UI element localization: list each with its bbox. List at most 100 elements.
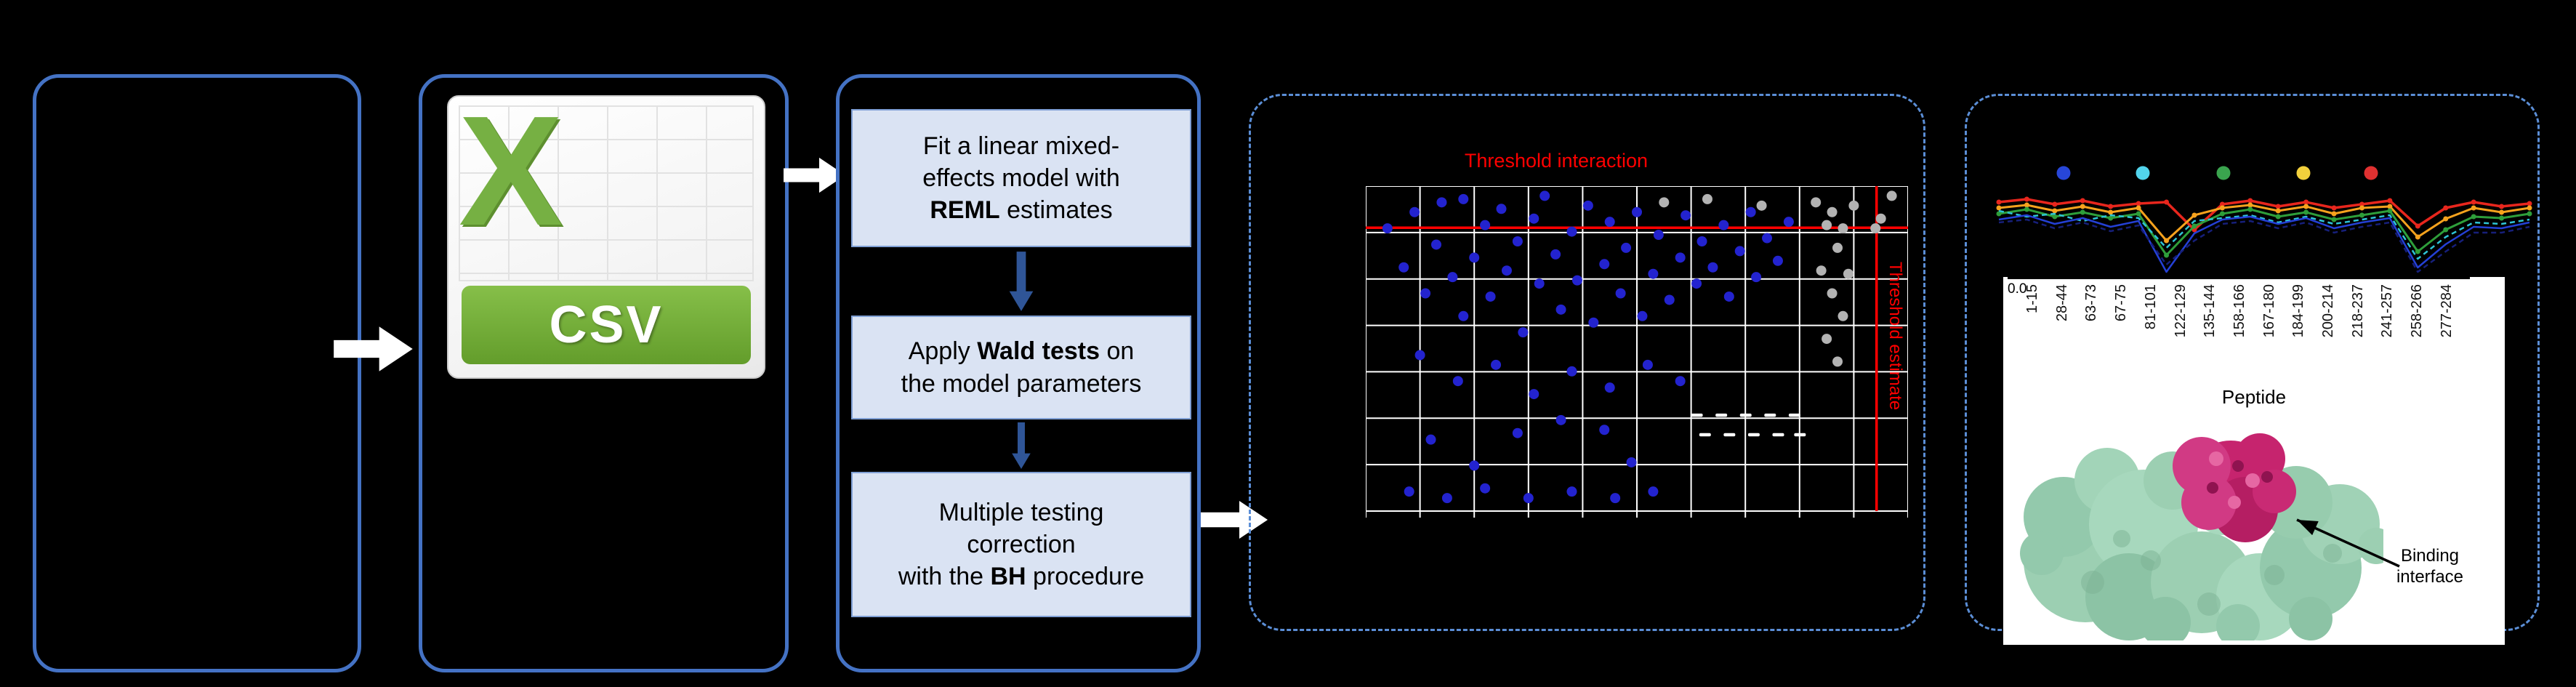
threshold-interaction-label: Threshold interaction	[1464, 150, 1649, 172]
scatter-point	[1751, 272, 1762, 283]
line-marker	[2136, 205, 2141, 211]
step-text: on the model parameters	[901, 337, 1142, 398]
annotation-mark	[1772, 433, 1784, 437]
y-axis-tick-label: 0.0	[2008, 281, 2027, 297]
line-marker	[2136, 201, 2141, 206]
line-marker	[2108, 204, 2114, 209]
scatter-point	[1621, 242, 1632, 253]
line-marker	[2191, 223, 2197, 229]
line-marker	[2443, 227, 2449, 233]
scatter-point	[1512, 427, 1523, 438]
line-marker	[2359, 205, 2364, 211]
scatter-point	[1707, 262, 1718, 273]
peptide-tick-label: 184-199	[2290, 284, 2307, 338]
scatter-point	[1696, 236, 1707, 246]
line-marker	[2387, 198, 2393, 204]
step-text: Apply	[908, 337, 978, 366]
annotation-mark	[1747, 433, 1760, 437]
x-axis-line	[2008, 277, 2470, 279]
state-dot	[2216, 166, 2231, 180]
line-marker	[2219, 205, 2225, 211]
step-keyword: BH	[990, 563, 1026, 591]
scatter-point	[1718, 220, 1729, 230]
line-marker	[2219, 201, 2225, 207]
arrow-shape	[784, 157, 846, 193]
binding-interface-patch	[2173, 433, 2296, 542]
state-dot	[2136, 166, 2150, 180]
scatter-point	[1425, 434, 1436, 445]
state-dot	[2296, 166, 2311, 180]
peptide-tick-label: 63-73	[2083, 284, 2100, 322]
line-marker	[2275, 204, 2281, 209]
protein-structure-image	[2020, 433, 2383, 640]
scatter-point	[1430, 239, 1441, 250]
scatter-point	[1811, 197, 1822, 208]
scatter-point	[1772, 255, 1783, 266]
scatter-point	[1691, 278, 1702, 289]
line-marker	[2303, 209, 2309, 215]
flow-arrow-right-icon	[1201, 500, 1268, 539]
scatter-point	[1886, 190, 1897, 201]
scatter-point	[1566, 486, 1577, 497]
line-marker	[2052, 214, 2058, 220]
peptide-tick-label: 81-101	[2142, 284, 2159, 330]
scatter-point	[1409, 206, 1420, 217]
line-marker	[2331, 217, 2337, 222]
line-marker	[2164, 252, 2170, 258]
uptake-line-state-1	[1998, 198, 2530, 231]
scatter-point	[1447, 272, 1458, 283]
scatter-point	[1734, 246, 1745, 257]
scatter-point	[1398, 262, 1409, 273]
line-marker	[2247, 206, 2253, 212]
uptake-line-state-2	[1998, 204, 2530, 242]
line-marker	[2499, 215, 2505, 221]
scatter-point	[1653, 230, 1664, 241]
step-keyword: Wald tests	[977, 337, 1100, 366]
line-marker	[2527, 201, 2532, 206]
results-scatter-section: Threshold interaction Threshold estimate	[1249, 94, 1925, 631]
line-marker	[2164, 199, 2170, 205]
scatter-point	[1555, 414, 1566, 425]
step-fit-model: Fit a linear mixed- effects model with R…	[851, 109, 1191, 247]
line-marker	[1996, 211, 2002, 217]
flow-arrow-right-icon	[784, 157, 846, 193]
scatter-point	[1518, 327, 1529, 338]
scatter-point	[1452, 376, 1463, 387]
line-marker	[2275, 208, 2281, 214]
scatter-point	[1875, 213, 1886, 224]
scatter-point	[1610, 493, 1621, 504]
step-text: Fit a linear mixed- effects model with	[922, 132, 1120, 192]
line-marker	[2275, 214, 2281, 220]
step-keyword: REML	[930, 196, 1000, 225]
scatter-point	[1604, 217, 1615, 228]
csv-file-box: X CSV	[419, 74, 789, 672]
line-marker	[2387, 204, 2393, 209]
peptide-tick-label: 167-180	[2261, 284, 2277, 338]
state-dot	[2056, 166, 2071, 180]
step-fit-model-text: Fit a linear mixed- effects model with R…	[922, 130, 1120, 227]
uptake-line-chart	[1996, 196, 2532, 273]
peptide-tick-label: 241-257	[2379, 284, 2396, 338]
line-marker	[2415, 234, 2420, 240]
line-marker	[2219, 211, 2225, 217]
annotation-mark	[1788, 413, 1800, 417]
scatter-point	[1648, 486, 1659, 497]
line-marker	[2024, 196, 2029, 202]
scatter-point	[1566, 226, 1577, 237]
line-marker	[2247, 198, 2253, 204]
line-marker	[2415, 249, 2420, 254]
scatter-point	[1496, 204, 1507, 214]
line-marker	[2080, 204, 2085, 209]
line-marker	[2052, 201, 2058, 207]
scatter-point	[1604, 382, 1615, 393]
annotation-mark	[1691, 413, 1703, 417]
line-marker	[2108, 209, 2114, 215]
arrow-shape	[334, 326, 413, 371]
arrow-shape	[1009, 252, 1034, 311]
annotation-mark	[1723, 433, 1736, 437]
spreadsheet-grid	[459, 105, 754, 281]
scatter-point	[1783, 217, 1794, 228]
uptake-line-state-5	[1998, 214, 2530, 273]
